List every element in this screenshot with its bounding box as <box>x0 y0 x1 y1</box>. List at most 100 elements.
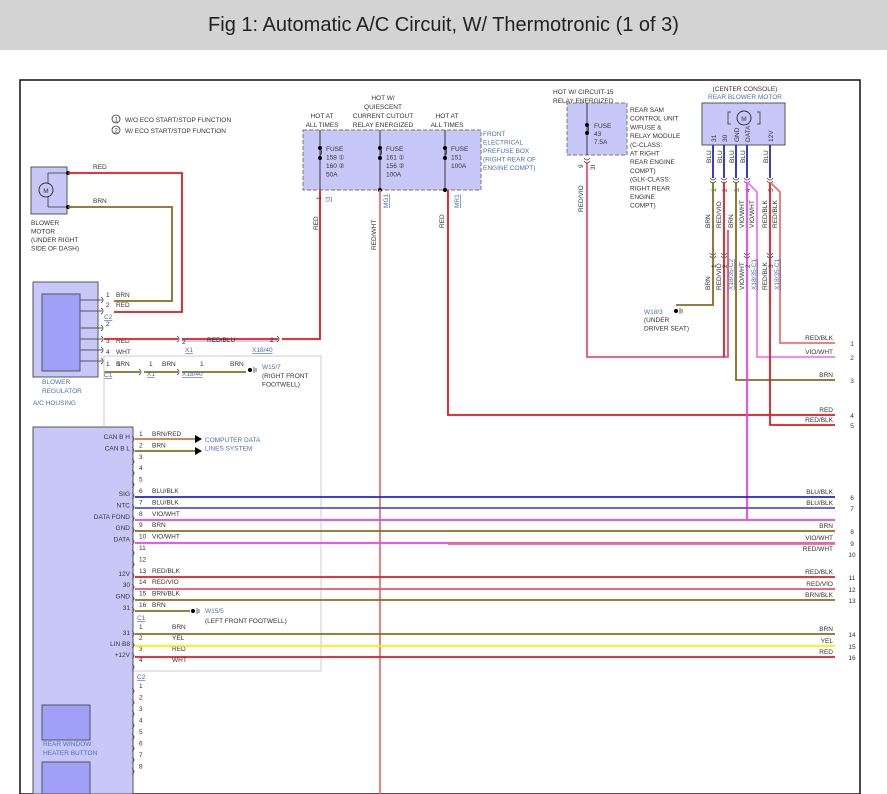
diagram-frame <box>19 79 861 794</box>
signal-label: NTC <box>117 502 131 509</box>
ground-w18-3-symbol <box>679 308 683 314</box>
connector-c2-label: C2 <box>137 674 146 681</box>
fuse-text: 151 <box>451 155 462 162</box>
rear-blower-brackets <box>727 111 761 125</box>
wire-red-vio-sam <box>586 162 729 358</box>
right-wire-label: BRN <box>819 372 833 379</box>
right-wire-label: RED/BLK <box>805 335 833 342</box>
pin-number: 2 <box>139 635 143 642</box>
wire-red-fuse158 <box>282 187 321 340</box>
rear-blower-pin: GND <box>734 127 741 142</box>
rear-sam-header: HOT W/ CIRCUIT-15 <box>553 89 614 96</box>
right-wire-label: VIO/WHT <box>805 349 833 356</box>
rear-blower-label: REAR BLOWER MOTOR <box>708 94 782 101</box>
regulator-connector <box>100 324 104 332</box>
pin-number: 2 <box>106 321 110 328</box>
wire-label: RED/BLK <box>762 262 769 290</box>
fuse-terminal <box>585 131 589 135</box>
pin-number: 2 <box>722 188 729 192</box>
right-edge-number: 8 <box>850 529 854 536</box>
connector-i3: I3 <box>325 196 332 202</box>
fuse-terminal <box>443 146 447 150</box>
fuse-header: ALL TIMES <box>431 122 465 129</box>
fuse-terminal <box>378 146 382 150</box>
pin-number: 6 <box>139 488 143 495</box>
connector-x18-35-c2: X18/35-C2 <box>728 259 735 290</box>
pin-number: 2 <box>139 442 143 449</box>
pin-number: 8 <box>139 511 143 518</box>
wire-label: BRN <box>116 292 130 299</box>
wire-label: RED <box>93 164 107 171</box>
control-unit-connector <box>131 549 135 557</box>
fuse-text: 50A <box>326 172 338 179</box>
control-unit-connector <box>131 481 135 488</box>
rear-sam-label: CONTROL UNIT <box>630 116 679 123</box>
can-destination-label: COMPUTER DATA <box>205 437 261 444</box>
ground-w18-3-location: DRIVER SEAT) <box>644 326 689 333</box>
regulator-connector <box>100 335 104 343</box>
fuse-text: 161 ① <box>386 154 405 162</box>
fuse-header: CURRENT CUTOUT <box>353 113 413 120</box>
rear-sam-fuse-text: 43 <box>594 131 602 138</box>
signal-label: CAN B H <box>104 434 131 441</box>
rear-inline-connector <box>743 252 751 259</box>
rear-blower-location: (CENTER CONSOLE) <box>713 86 778 93</box>
control-unit-connector <box>131 435 135 443</box>
wire-label: BLU <box>706 150 713 163</box>
wire-label: VIO/WHT <box>749 200 756 228</box>
wire-label: BLU <box>729 150 736 163</box>
pin-number: 3 <box>139 706 143 713</box>
rear-blower-icon <box>736 110 752 126</box>
signal-label: DATA FOND <box>94 514 131 521</box>
pin-number: 4 <box>139 718 143 725</box>
wire-label: RED/VIO <box>152 579 179 586</box>
connector-x18-35-c1: X18/35-C1 <box>774 259 781 290</box>
blower-motor-label: MOTOR <box>31 229 55 236</box>
connector-x1: X1 <box>147 371 155 378</box>
signal-label: SIG <box>119 491 130 498</box>
pin-number: 3 <box>139 646 143 653</box>
wire-label: BRN <box>116 361 130 368</box>
right-edge-number: 2 <box>850 355 854 362</box>
wire-label: BRN <box>728 214 735 228</box>
ground-w18-3 <box>674 309 678 313</box>
pin-number: 4 <box>139 657 143 664</box>
control-unit-connector <box>131 733 135 741</box>
right-wire-label: RED/BLK <box>805 569 833 576</box>
pin-number: 1 <box>711 188 718 192</box>
connector-c1: C1 <box>104 372 113 379</box>
wire-label: RED/BLK <box>772 200 779 228</box>
ground-w15-7 <box>248 368 252 372</box>
right-wire-label: RED <box>819 649 833 656</box>
pin-number: 2 <box>106 302 110 309</box>
right-edge-number: 4 <box>850 413 854 420</box>
rear-sam-label: RIGHT REAR <box>630 185 670 192</box>
pin-number: 2 <box>722 264 729 268</box>
right-wire-label: BRN <box>819 523 833 530</box>
fuse-text: 160 ② <box>326 162 345 170</box>
rear-sam-label: ENGINE <box>630 194 656 201</box>
rear-sam-label: W/FUSE & <box>630 124 662 131</box>
rear-blower-pin: 12V <box>768 130 775 142</box>
control-unit-connector <box>131 492 135 500</box>
legend-text: W/ ECO START/STOP FUNCTION <box>125 128 226 135</box>
fuse-text: FUSE <box>451 146 469 153</box>
legend-mark-2 <box>111 125 121 135</box>
control-unit-connector <box>131 583 135 591</box>
connector-mr1: MR1 <box>454 194 461 208</box>
pin-number: 7 <box>139 499 143 506</box>
pin-number: 14 <box>139 579 147 586</box>
legend-mark-number: 2 <box>114 128 118 135</box>
blower-motor-icon-letter: M <box>43 188 48 195</box>
pin-number: 1 <box>139 683 143 690</box>
wire-label: RED <box>439 214 446 228</box>
connector-c2: C2 <box>104 314 113 321</box>
prefuse-box <box>302 129 482 191</box>
pin-number: 3 <box>139 454 143 461</box>
pin-number: 4 <box>106 349 110 356</box>
control-unit-connector <box>131 538 135 545</box>
fuse-text: 100A <box>386 172 402 179</box>
fuse-text: 100A <box>451 163 467 170</box>
fuse-text: FUSE <box>326 146 344 153</box>
